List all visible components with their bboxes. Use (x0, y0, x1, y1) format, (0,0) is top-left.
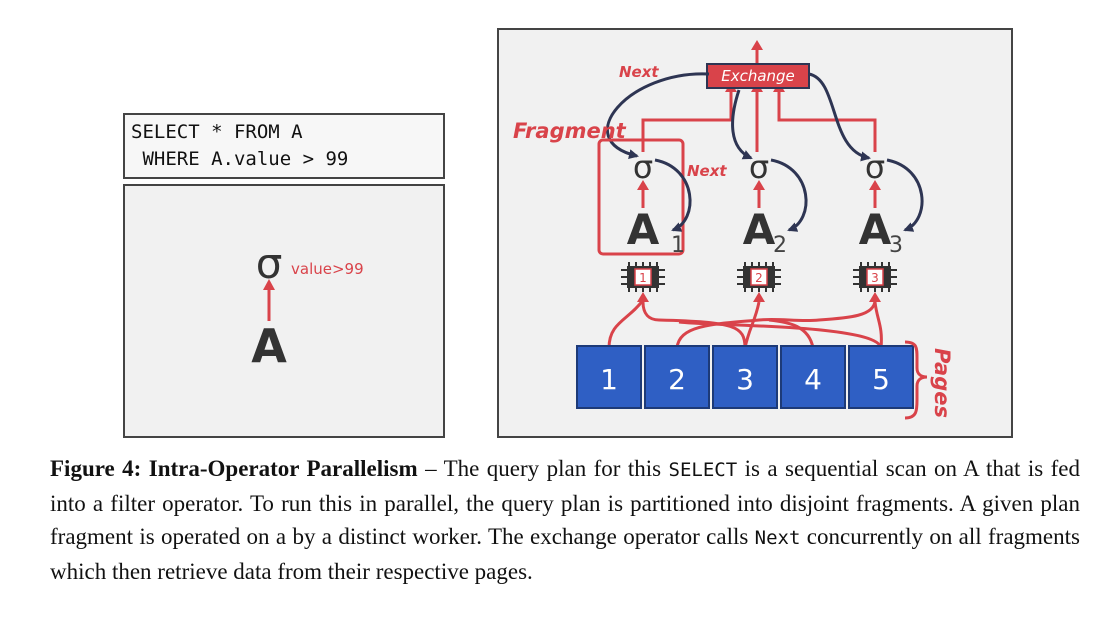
cpu-2-input-arrowhead (753, 292, 765, 302)
fragment-3-sigma: σ (865, 148, 885, 186)
next-call-curve-1 (605, 72, 710, 160)
page-1 (576, 345, 642, 409)
parallel-plan-panel: Exchange Next Fragment Next σ A 1 σ A 2 (497, 28, 1013, 438)
cpu-chip-2-label: 2 (755, 271, 763, 285)
cpu-chip-3-label: 3 (871, 271, 879, 285)
sql-line-where: WHERE A.value > 99 (131, 148, 349, 170)
pages-label: Pages (930, 348, 954, 418)
next-call-curve-3 (808, 72, 871, 162)
exchange-fanin-lines (641, 90, 877, 152)
exchange-operator-label: Exchange (721, 67, 795, 85)
cpu-3-input-arrowhead (869, 292, 881, 302)
caption-text-1: – The query plan for this (417, 456, 669, 481)
exchange-output-arrowhead (751, 40, 763, 50)
fragment-highlight-box (597, 138, 685, 256)
fragment-2-flow-arrowhead (753, 180, 765, 190)
sql-query-box: SELECT * FROM A WHERE A.value > 99 (123, 113, 445, 179)
parallel-plan-diagram: Exchange Next Fragment Next σ A 1 σ A 2 (513, 40, 954, 420)
cpu-chip-1-label: 1 (639, 271, 647, 285)
simple-filter-predicate: value>99 (291, 260, 364, 278)
fragment-1-table: A (627, 205, 660, 254)
figure-caption: Figure 4: Intra-Operator Parallelism – T… (50, 452, 1080, 588)
fragment-1-flow-arrowhead (637, 180, 649, 190)
caption-text-2: is a sequential scan on A that is fed in… (50, 456, 1081, 549)
sql-line-select: SELECT * FROM A (131, 121, 303, 143)
pages-row: 1 2 3 4 5 (576, 345, 914, 409)
next-label-mid: Next (687, 162, 727, 180)
next-call-curve-2 (731, 89, 753, 160)
fragment-3-flow-arrowhead (869, 180, 881, 190)
fragment-3: σ A 3 (859, 148, 924, 258)
fragment-3-table: A (859, 205, 892, 254)
page-4-label: 4 (804, 363, 822, 396)
fragment-1-subscript: 1 (671, 233, 685, 258)
caption-code-next: Next (754, 527, 801, 549)
simple-plan-panel: σ value>99 A (123, 184, 445, 438)
fragment-2-sigma: σ (749, 148, 769, 186)
page-1-label: 1 (600, 363, 618, 396)
caption-code-select: SELECT (668, 459, 738, 481)
fragment-1-next-curve (654, 158, 692, 232)
page-2-label: 2 (668, 363, 686, 396)
fragment-1: σ A 1 (627, 148, 692, 258)
simple-plan-diagram: σ value>99 A (251, 239, 364, 373)
page-2 (644, 345, 710, 409)
caption-figure-label: Figure 4: Intra-Operator Parallelism (50, 456, 418, 481)
page-5 (848, 345, 914, 409)
exchange-operator-box (706, 63, 810, 89)
next-label-top: Next (619, 63, 659, 81)
cpu-1-input-arrowhead (637, 292, 649, 302)
pages-brace (904, 340, 928, 420)
cpu-chip-2: 2 (737, 262, 781, 292)
fragment-2-next-curve (770, 158, 808, 232)
cpu-chip-3: 3 (853, 262, 897, 292)
simple-flow-arrowhead (263, 279, 275, 290)
page-3 (712, 345, 778, 409)
fragment-3-next-curve (886, 158, 924, 232)
caption-text-3: concurrently on all fragments which then… (50, 524, 1080, 584)
fragment-1-sigma: σ (633, 148, 653, 186)
fragment-2-table: A (743, 205, 776, 254)
cpu-chip-1: 1 (621, 262, 665, 292)
fragment-2: σ A 2 (743, 148, 808, 258)
fragment-3-subscript: 3 (889, 233, 903, 258)
simple-table-A: A (251, 319, 287, 373)
page-3-label: 3 (736, 363, 754, 396)
fragment-2-subscript: 2 (773, 233, 787, 258)
page-to-cpu-curves (607, 299, 883, 349)
page-4 (780, 345, 846, 409)
page-5-label: 5 (872, 363, 890, 396)
